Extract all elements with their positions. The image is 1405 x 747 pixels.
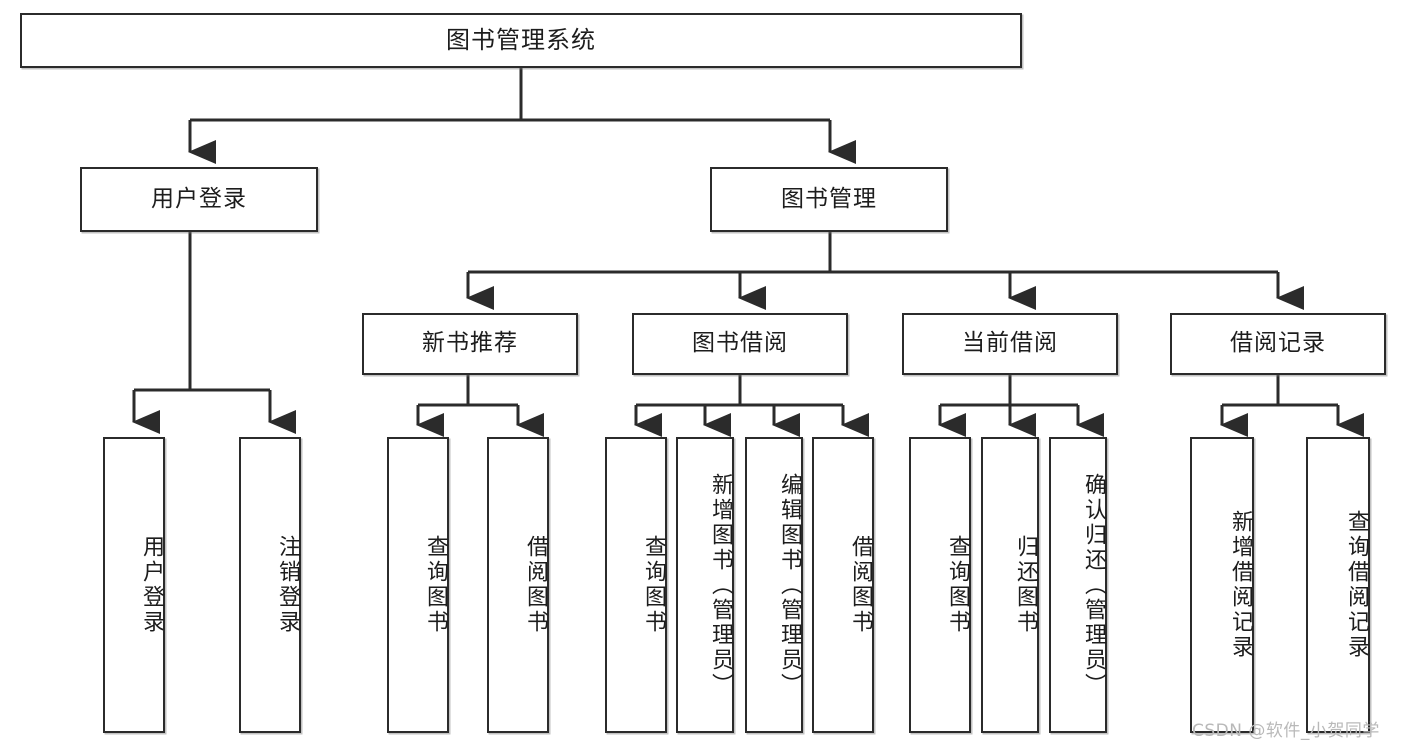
leaf-label: 新增借阅记录 <box>1228 510 1253 660</box>
leaf-query-borrow-record[interactable]: 查询借阅记录 <box>1306 437 1370 733</box>
leaf-borrow-book-recommend[interactable]: 借阅图书 <box>487 437 549 733</box>
node-borrow-records[interactable]: 借阅记录 <box>1170 313 1386 375</box>
node-new-book-recommend[interactable]: 新书推荐 <box>362 313 578 375</box>
leaf-label: 查询借阅记录 <box>1344 510 1369 660</box>
leaf-return-book[interactable]: 归还图书 <box>981 437 1039 733</box>
leaf-borrow-book[interactable]: 借阅图书 <box>812 437 874 733</box>
leaf-label: 确认归还（管理员） <box>1081 472 1106 698</box>
leaf-query-book-current[interactable]: 查询图书 <box>909 437 971 733</box>
leaf-label: 用户登录 <box>139 535 164 635</box>
leaf-label: 编辑图书（管理员） <box>777 472 802 698</box>
leaf-user-login[interactable]: 用户登录 <box>103 437 165 733</box>
node-current-borrow[interactable]: 当前借阅 <box>902 313 1118 375</box>
leaf-label: 归还图书 <box>1013 535 1038 635</box>
leaf-query-book-recommend[interactable]: 查询图书 <box>387 437 449 733</box>
node-book-management[interactable]: 图书管理 <box>710 167 948 232</box>
leaf-label: 查询图书 <box>423 535 448 635</box>
node-book-borrow[interactable]: 图书借阅 <box>632 313 848 375</box>
leaf-label: 借阅图书 <box>523 535 548 635</box>
leaf-add-book-admin[interactable]: 新增图书（管理员） <box>676 437 734 733</box>
leaf-label: 查询图书 <box>641 535 666 635</box>
leaf-user-logout[interactable]: 注销登录 <box>239 437 301 733</box>
leaf-confirm-return-admin[interactable]: 确认归还（管理员） <box>1049 437 1107 733</box>
csdn-watermark: CSDN @软件_小贺同学 <box>1192 721 1380 741</box>
leaf-label: 新增图书（管理员） <box>708 472 733 698</box>
leaf-label: 注销登录 <box>275 535 300 635</box>
node-root-system[interactable]: 图书管理系统 <box>20 13 1022 68</box>
node-user-login[interactable]: 用户登录 <box>80 167 318 232</box>
leaf-label: 查询图书 <box>945 535 970 635</box>
leaf-label: 借阅图书 <box>848 535 873 635</box>
leaf-add-borrow-record[interactable]: 新增借阅记录 <box>1190 437 1254 733</box>
leaf-query-book-borrow[interactable]: 查询图书 <box>605 437 667 733</box>
leaf-edit-book-admin[interactable]: 编辑图书（管理员） <box>745 437 803 733</box>
